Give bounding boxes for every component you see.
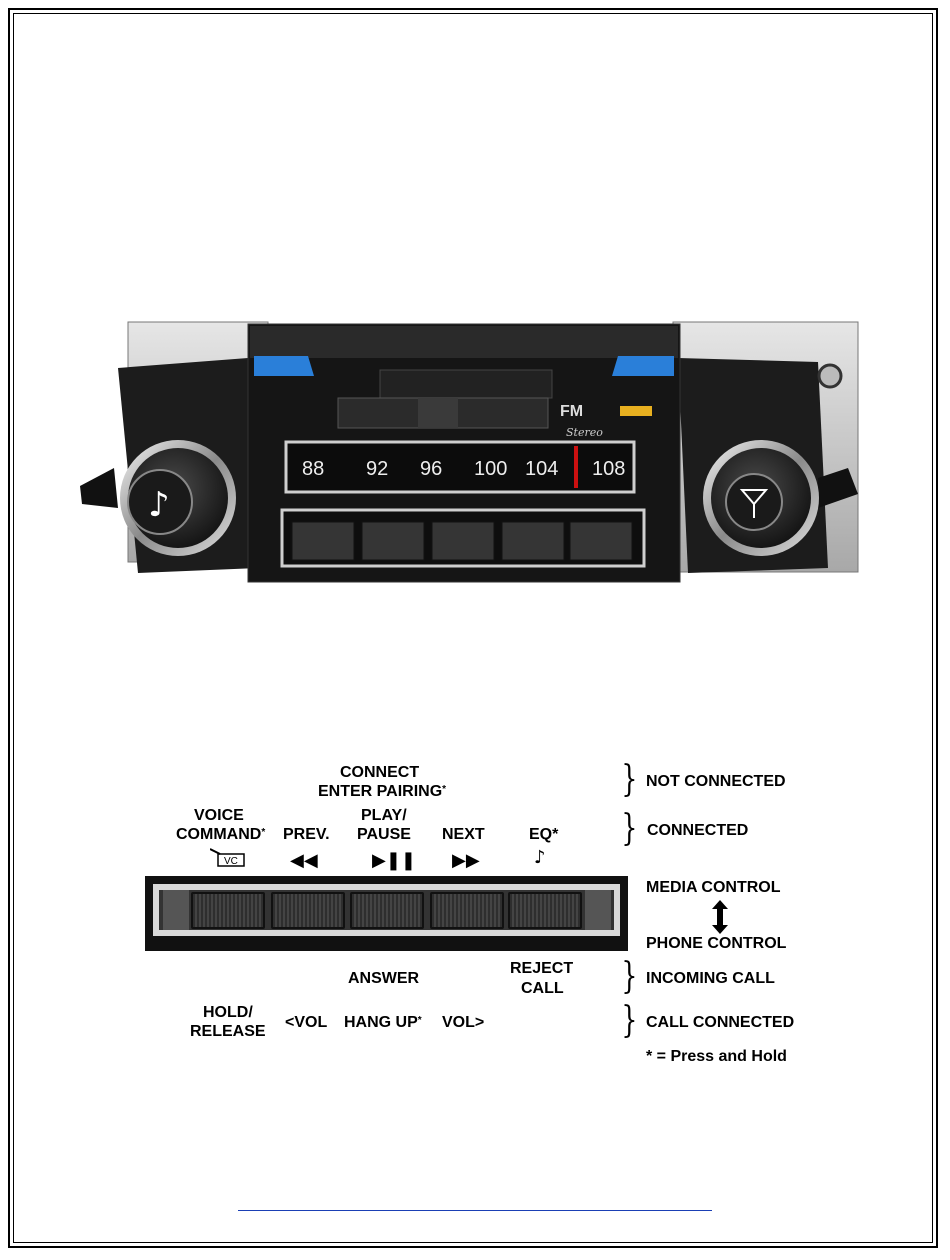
play-pause-icon: ▶❚❚ xyxy=(372,851,416,871)
preset-buttons xyxy=(292,522,632,560)
left-knob-pointer xyxy=(80,468,118,508)
prev-label: PREV. xyxy=(283,825,330,844)
call-label: CALL xyxy=(521,979,564,998)
vol-down-label: <VOL xyxy=(285,1013,327,1032)
voice-command-icon: VC xyxy=(210,848,246,868)
preset-button xyxy=(432,522,494,560)
eq-button[interactable] xyxy=(508,892,582,929)
stereo-script: Stereo xyxy=(566,426,603,439)
hang-up-label: HANG UP* xyxy=(344,1013,422,1032)
blue-tab-left xyxy=(254,356,314,376)
up-down-arrow-icon xyxy=(710,900,730,934)
preset-button xyxy=(362,522,424,560)
dial-number: 88 xyxy=(302,458,324,480)
link-underline xyxy=(238,1210,712,1211)
eq-label: EQ* xyxy=(529,825,558,844)
incoming-call-label: INCOMING CALL xyxy=(646,969,775,988)
rewind-icon: ◀◀ xyxy=(290,851,318,871)
stereo-indicator xyxy=(620,406,652,416)
release-label: RELEASE xyxy=(190,1022,266,1041)
dial-window xyxy=(286,442,634,492)
tuning-needle xyxy=(574,446,578,488)
prev-button[interactable] xyxy=(271,892,345,929)
next-button[interactable] xyxy=(430,892,504,929)
play-label: PLAY/ xyxy=(361,806,407,825)
vol-up-label: VOL> xyxy=(442,1013,484,1032)
answer-label: ANSWER xyxy=(348,969,419,988)
band-label: FM xyxy=(560,403,583,420)
play-pause-button[interactable] xyxy=(350,892,424,929)
voice-label: VOICE xyxy=(194,806,244,825)
hold-label: HOLD/ xyxy=(203,1003,253,1022)
dial-number: 108 xyxy=(592,458,625,480)
preset-button xyxy=(502,522,564,560)
preset-button xyxy=(570,522,632,560)
dial-number: 92 xyxy=(366,458,388,480)
pause-label: PAUSE xyxy=(357,825,411,844)
panel-end-left xyxy=(163,890,189,930)
brace-icon: } xyxy=(621,762,637,798)
connect-label: CONNECT xyxy=(340,763,419,782)
music-knob-icon: ♪ xyxy=(148,485,170,525)
radio-photo: FM Stereo 88 92 96 100 104 108 ♪ xyxy=(78,318,868,588)
not-connected-label: NOT CONNECTED xyxy=(646,772,786,791)
phone-control-label: PHONE CONTROL xyxy=(646,934,786,953)
brace-icon: } xyxy=(621,1003,637,1039)
brace-icon: } xyxy=(621,959,637,995)
music-note-icon: ♪ xyxy=(534,848,546,868)
button-panel xyxy=(145,876,628,951)
voice-command-button[interactable] xyxy=(191,892,265,929)
reject-label: REJECT xyxy=(510,959,573,978)
connected-label: CONNECTED xyxy=(647,821,748,840)
page-border-inner xyxy=(13,13,933,1243)
svg-text:VC: VC xyxy=(224,856,238,867)
blue-tab-right xyxy=(612,356,674,376)
dial-number: 104 xyxy=(525,458,558,480)
enter-pairing-label: ENTER PAIRING* xyxy=(318,782,446,801)
next-label: NEXT xyxy=(442,825,485,844)
fast-forward-icon: ▶▶ xyxy=(452,851,480,871)
command-label: COMMAND* xyxy=(176,825,265,844)
dial-number: 96 xyxy=(420,458,442,480)
panel-end-right xyxy=(585,890,611,930)
dial-number: 100 xyxy=(474,458,507,480)
brace-icon: } xyxy=(621,811,637,847)
press-and-hold-note: * = Press and Hold xyxy=(646,1047,787,1066)
media-control-label: MEDIA CONTROL xyxy=(646,878,781,897)
preset-button xyxy=(292,522,354,560)
call-connected-label: CALL CONNECTED xyxy=(646,1013,794,1032)
